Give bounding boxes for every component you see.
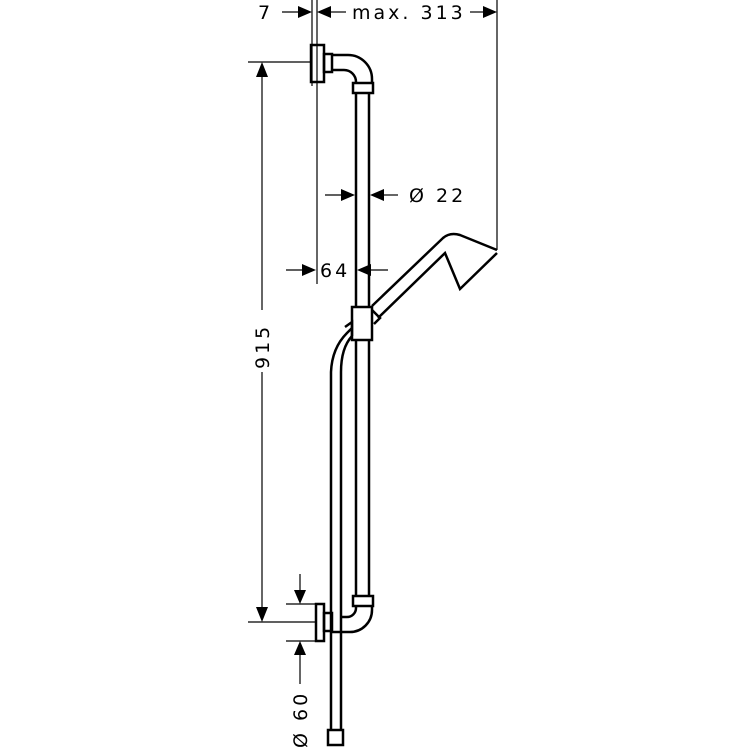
rail-diameter-label: Ø 22 [409,185,466,207]
hand-shower [371,232,498,325]
rail-length-dimension [248,61,316,623]
rail-diameter-dimension [325,189,398,201]
flange-depth-label: 7 [258,2,273,24]
shower-hose [326,319,354,747]
rail-slider [350,305,374,342]
flange-diameter-dimension [286,574,316,684]
shower-rail [354,93,371,596]
rail-length-label: 915 [252,324,274,369]
top-dimension-line [282,0,498,284]
top-wall-bracket [309,43,375,95]
bottom-wall-bracket [314,594,375,643]
rail-offset-dimension [286,264,388,276]
max-projection-label: max. 313 [352,2,466,24]
flange-diameter-label: Ø 60 [290,691,312,748]
rail-offset-label: 64 [320,260,350,282]
